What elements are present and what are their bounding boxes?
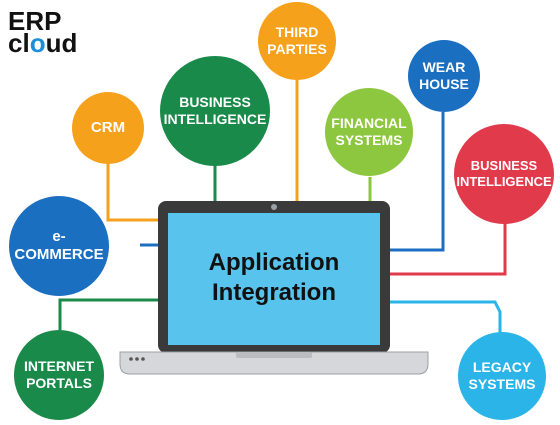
node-legacy-systems: LEGACY SYSTEMS [458, 332, 546, 420]
node-warehouse-label: WEAR HOUSE [419, 59, 469, 92]
node-business-intelligence-right: BUSINESS INTELLIGENCE [454, 124, 554, 224]
center-label: Application Integration [208, 249, 340, 306]
node-business-intelligence-top-label: BUSINESS INTELLIGENCE [163, 94, 267, 127]
logo-text-cloud: cloud [8, 28, 78, 58]
node-ecommerce-label: e- COMMERCE [14, 228, 104, 263]
erp-cloud-logo: ERP cloud [8, 8, 98, 56]
connector-legacy [390, 300, 502, 336]
node-third-parties: THIRD PARTIES [258, 2, 336, 80]
node-business-intelligence-right-label: BUSINESS INTELLIGENCE [456, 158, 552, 189]
connector-crm [106, 158, 160, 222]
laptop-indicator-1 [129, 357, 133, 361]
laptop-screen [168, 213, 380, 345]
connector-warehouse [390, 112, 445, 252]
node-financial-systems: FINANCIAL SYSTEMS [325, 88, 413, 176]
node-internet-portals-label: INTERNET PORTALS [24, 358, 94, 391]
logo-text-erp: ERP [8, 6, 62, 36]
connector-bi-right [390, 215, 507, 276]
node-internet-portals: INTERNET PORTALS [14, 330, 104, 420]
node-crm: CRM [72, 92, 144, 164]
laptop-indicator-3 [141, 357, 145, 361]
logo-accent-letter: o [29, 28, 46, 58]
node-third-parties-label: THIRD PARTIES [267, 24, 327, 57]
node-warehouse: WEAR HOUSE [408, 40, 480, 112]
laptop-indicator-2 [135, 357, 139, 361]
node-crm-label: CRM [90, 119, 126, 136]
node-legacy-systems-label: LEGACY SYSTEMS [468, 359, 536, 392]
node-financial-systems-label: FINANCIAL SYSTEMS [331, 115, 407, 148]
laptop-hinge [236, 352, 312, 358]
node-business-intelligence-top: BUSINESS INTELLIGENCE [160, 56, 270, 166]
node-ecommerce: e- COMMERCE [9, 196, 109, 296]
laptop-base [119, 351, 429, 375]
connector-internet-portals [58, 298, 160, 330]
laptop-camera [271, 204, 277, 210]
